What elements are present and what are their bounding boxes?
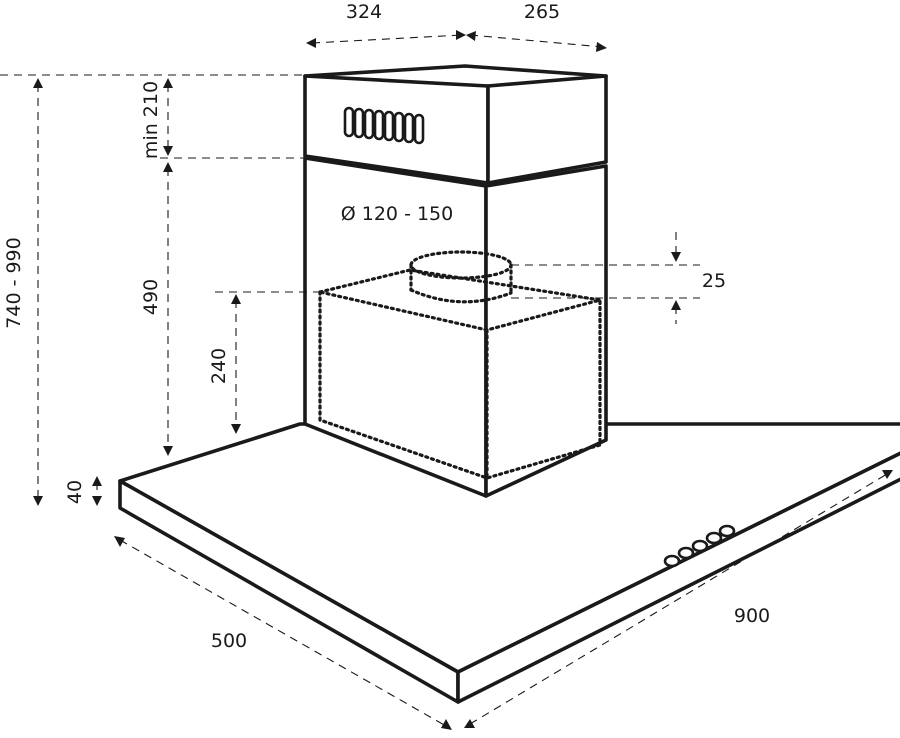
canopy-depth-label: 500 — [211, 630, 247, 652]
canopy — [118, 422, 900, 704]
upper-chimney — [303, 64, 608, 185]
dimension-lines — [0, 30, 893, 730]
motor-box-hidden — [318, 250, 602, 480]
canopy-side-edge — [456, 451, 900, 704]
duct-diameter-label: Ø 120 - 150 — [341, 203, 453, 225]
lower-chimney-label: 490 — [140, 279, 162, 315]
upper-chimney-right-face — [486, 74, 608, 185]
spigot-height-label: 25 — [702, 270, 726, 292]
control-buttons-icon — [663, 524, 736, 568]
total-height-label: 740 - 990 — [3, 237, 25, 328]
upper-chimney-min-label: min 210 — [140, 81, 162, 159]
motor-box-label: 240 — [208, 348, 230, 384]
ventilation-slots-icon — [343, 106, 425, 145]
canopy-thickness-label: 40 — [64, 480, 86, 504]
lower-chimney — [303, 156, 608, 498]
canopy-width-label: 900 — [734, 605, 770, 627]
lower-chimney-right-face — [484, 164, 608, 498]
upper-chimney-top-opening — [303, 64, 608, 78]
chimney-width-label: 265 — [524, 1, 560, 23]
chimney-depth-label: 324 — [346, 1, 382, 23]
